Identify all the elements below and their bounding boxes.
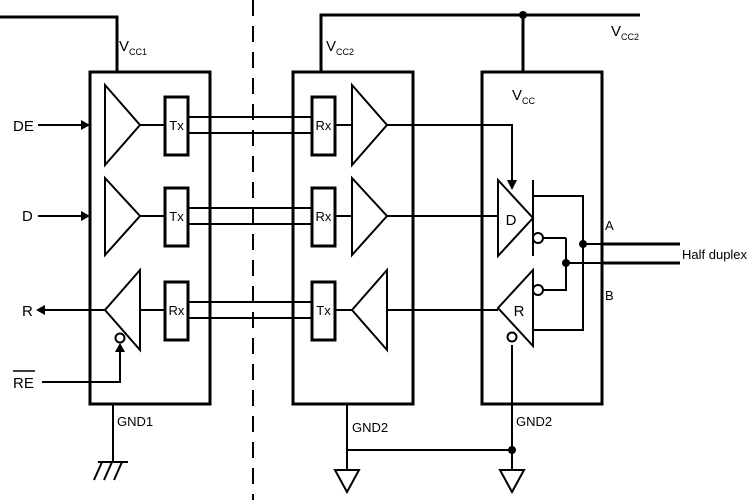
transceiver-wires <box>387 124 513 404</box>
bus-lines <box>602 242 680 265</box>
vcc2-top-label: VCC2 <box>611 23 639 42</box>
driver-triangle <box>497 177 535 259</box>
re-arrowhead <box>115 343 125 352</box>
supply-rails <box>0 13 640 72</box>
left-tx1-box <box>163 95 190 157</box>
middle-rx2-label: Rx <box>316 209 332 224</box>
middle-rx1-buffer <box>351 82 389 168</box>
left-pin-wires <box>38 124 121 383</box>
chip-outlines <box>88 70 604 406</box>
isolator-left-side <box>88 70 212 406</box>
left-block-components <box>103 82 165 353</box>
pin-d-label: D <box>22 208 33 225</box>
de-arrowhead <box>81 120 90 130</box>
bus-b-label: B <box>605 288 614 303</box>
pin-re-label: RE <box>13 375 34 392</box>
receiver-enable-bubble <box>506 331 518 343</box>
pin-r-label: R <box>22 303 33 320</box>
receiver-label: R <box>514 303 525 320</box>
isolation-channels <box>188 116 312 319</box>
ground-wires <box>93 404 526 495</box>
receiver-triangle <box>496 267 534 349</box>
vcc2-junction <box>519 11 527 19</box>
left-block-boxes <box>163 95 190 342</box>
left-rx-box <box>163 280 190 342</box>
driver-inverted-bubble <box>532 232 544 244</box>
d-buffer <box>104 175 142 258</box>
transceiver-components <box>496 177 602 349</box>
bus-a-label: A <box>605 218 614 233</box>
middle-rx2-buffer <box>351 175 389 258</box>
gnd2-right-junction <box>508 446 516 454</box>
middle-tx-label: Tx <box>316 303 331 318</box>
re-wire <box>42 350 121 383</box>
gnd2-right-symbol <box>498 469 526 495</box>
receiver-inverted-bubble <box>532 284 544 296</box>
middle-tx-buffer <box>350 267 388 353</box>
gnd2-mid-label: GND2 <box>352 420 388 435</box>
isolator-right-side <box>291 70 415 406</box>
left-rx-label: Rx <box>169 303 185 318</box>
vcc1-rail <box>0 15 119 72</box>
middle-block-components <box>335 82 389 353</box>
receiver-b-input <box>543 238 567 291</box>
left-pin-arrows <box>36 120 125 352</box>
transceiver-box <box>480 70 604 406</box>
vcc-label: VCC <box>512 87 536 106</box>
a-junction <box>579 240 587 248</box>
left-tx2-label: Tx <box>169 209 184 224</box>
r-arrowhead <box>36 305 45 315</box>
gnd2-mid-symbol <box>333 469 361 495</box>
vcc2-rail <box>319 13 640 72</box>
vcc1-label: VCC1 <box>119 38 147 57</box>
r-buffer <box>103 267 141 353</box>
re-enable-bubble <box>114 332 126 344</box>
de-enable-wire <box>387 124 513 182</box>
b-junction <box>562 259 570 267</box>
de-buffer <box>104 82 142 168</box>
driver-enable-arrowhead <box>507 180 517 190</box>
middle-rx1-label: Rx <box>316 118 332 133</box>
pin-de-label: DE <box>13 118 34 135</box>
gnd1-label: GND1 <box>117 414 153 429</box>
driver-label: D <box>506 212 517 229</box>
left-tx2-box <box>163 186 190 248</box>
half-duplex-label: Half duplex <box>682 247 748 262</box>
gnd2-right-label: GND2 <box>516 414 552 429</box>
d-arrowhead <box>81 211 90 221</box>
left-tx1-label: Tx <box>169 118 184 133</box>
vcc2-mid-label: VCC2 <box>326 38 354 57</box>
